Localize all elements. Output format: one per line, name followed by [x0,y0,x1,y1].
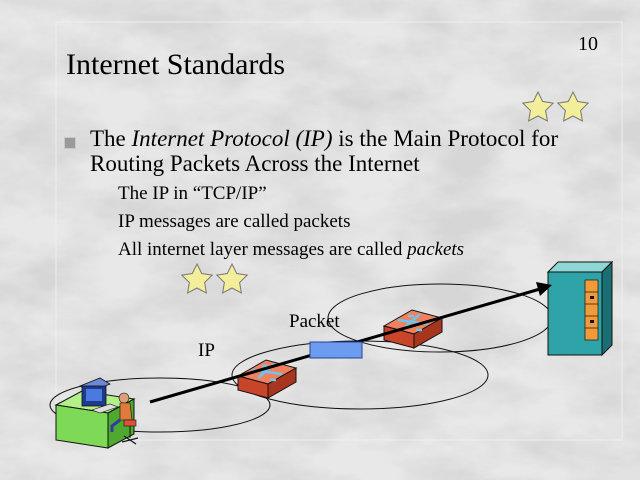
network-ellipse-left [49,377,271,433]
packet-label: Packet [289,311,340,332]
sub-bullet-3-emphasis: packets [407,239,465,260]
sub-bullet-3: All internet layer messages are called p… [118,239,464,261]
bullet-line-1: The Internet Protocol (IP) is the Main P… [90,126,558,152]
bullet-line-1-prefix: The [90,126,132,151]
star-icon [180,262,214,294]
star-icon [521,90,555,122]
star-icon [556,90,590,122]
slide-title: Internet Standards [66,48,286,81]
ip-label: IP [198,340,215,361]
bullet-line-1-suffix: is the Main Protocol for [332,126,558,151]
arrowhead-icon [536,282,552,296]
server-icon [546,260,614,357]
sub-bullet-3-prefix: All internet layer messages are called [118,239,408,260]
bullet-square-icon [64,137,76,149]
bullet-line-2: Routing Packets Across the Internet [90,151,420,176]
router-icon [382,309,444,349]
workstation-icon [54,377,139,449]
sub-bullet-1: The IP in “TCP/IP” [118,183,267,204]
sub-bullet-2: IP messages are called packets [118,211,351,232]
router-icon [236,359,298,399]
packet-icon [309,341,363,359]
star-icon [215,262,249,294]
page-number: 10 [578,33,598,55]
bullet-line-1-emphasis: Internet Protocol (IP) [131,126,333,151]
